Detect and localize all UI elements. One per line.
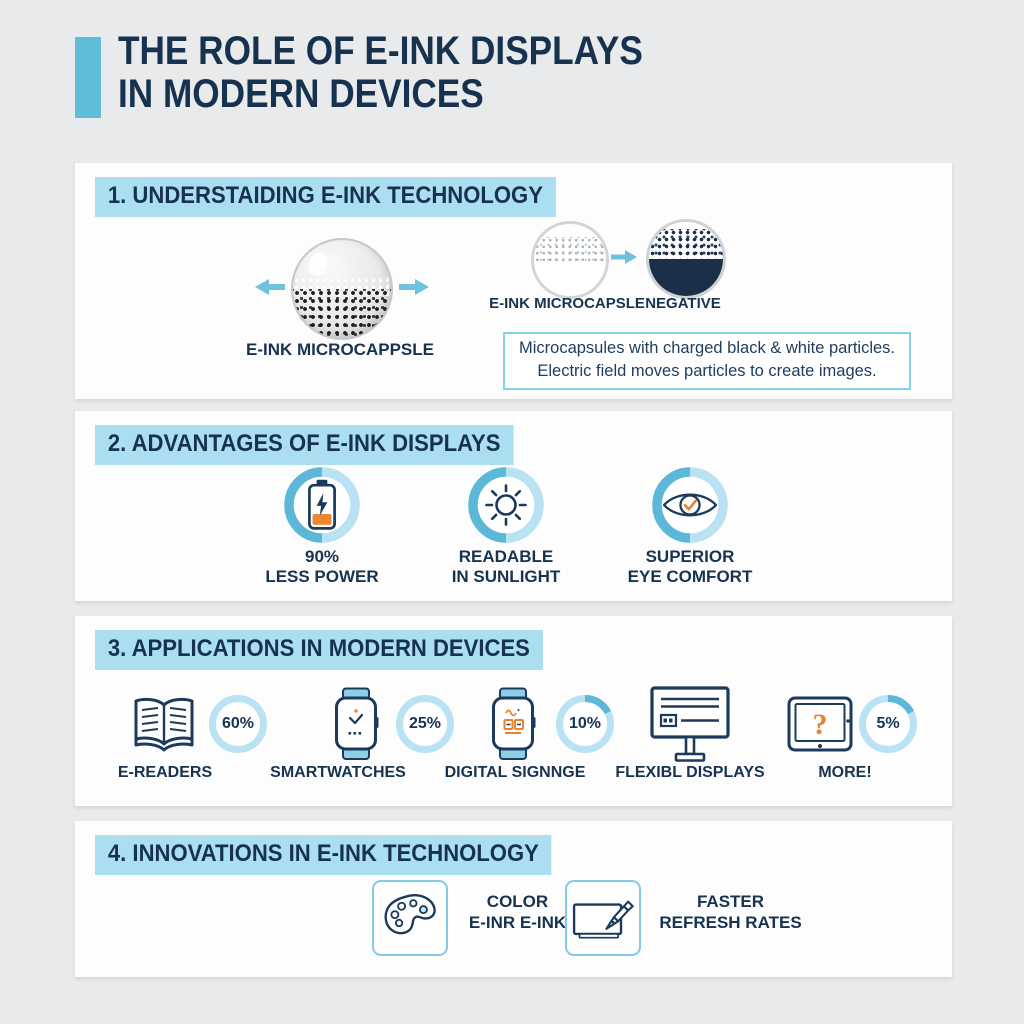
application-ring: 25% bbox=[394, 693, 456, 755]
digital-signage-icon bbox=[492, 687, 536, 760]
advantage-label: 90% LESS POWER bbox=[227, 547, 417, 587]
main-capsule-label: E-INK MICROCAPPSLE bbox=[246, 340, 434, 359]
arrow-right-icon bbox=[399, 279, 429, 295]
svg-text:?: ? bbox=[813, 708, 828, 741]
color-eink-box bbox=[372, 880, 448, 956]
section-2-heading: 2. ADVANTAGES OF E-INK DISPLAYS bbox=[95, 425, 514, 465]
innovation-line2: REFRESH RATES bbox=[659, 913, 802, 932]
application-label: DIGITAL SIGNNGE bbox=[444, 764, 586, 781]
application-percent: 25% bbox=[408, 715, 442, 732]
innovation-line1: COLOR bbox=[486, 892, 549, 911]
sun-icon bbox=[485, 484, 527, 526]
microcapsule-sphere-icon bbox=[291, 238, 393, 340]
application-ring: 10% bbox=[554, 693, 616, 755]
advantage-value: 90% bbox=[304, 547, 340, 566]
tablet-question-icon: ? bbox=[787, 696, 853, 752]
arrow-right-icon bbox=[611, 250, 637, 264]
section-innovations: 4. INNOVATIONS IN E-INK TECHNOLOGY COLOR… bbox=[75, 821, 952, 977]
white-capsule-label: E-INK MICROCAPSLE bbox=[489, 295, 645, 312]
page-title-line1: THE ROLE OF E-INK DISPLAYS bbox=[118, 29, 643, 73]
section-understanding: 1. UNDERSTAIDING E-INK TECHNOLOGY E-INK … bbox=[75, 163, 952, 399]
advantage-ring bbox=[282, 465, 362, 545]
innovation-label: FASTER REFRESH RATES bbox=[643, 891, 818, 933]
section-advantages: 2. ADVANTAGES OF E-INK DISPLAYS 90% LESS… bbox=[75, 411, 952, 601]
innovation-line2: E-INR E-INK bbox=[468, 913, 567, 932]
application-label: FLEXIBL DISPLAYS bbox=[615, 764, 765, 781]
application-ring: 5% bbox=[857, 693, 919, 755]
application-percent: 5% bbox=[876, 715, 900, 732]
page-title-line2: IN MODERN DEVICES bbox=[118, 72, 484, 116]
progress-ring-icon bbox=[396, 695, 454, 753]
battery-icon bbox=[308, 479, 336, 530]
section-1-heading: 1. UNDERSTAIDING E-INK TECHNOLOGY bbox=[95, 177, 556, 217]
section-3-heading: 3. APPLICATIONS IN MODERN DEVICES bbox=[95, 630, 543, 670]
advantage-text: LESS POWER bbox=[265, 567, 379, 586]
microcapsule-description: Microcapsules with charged black & white… bbox=[503, 332, 911, 390]
description-line2: Electric field moves particles to create… bbox=[537, 362, 877, 380]
white-capsule-icon bbox=[531, 221, 609, 299]
arrow-left-icon bbox=[255, 279, 285, 295]
innovation-line1: FASTER bbox=[696, 892, 765, 911]
flexible-display-icon bbox=[650, 686, 730, 762]
advantage-ring bbox=[650, 465, 730, 545]
advantage-text: EYE COMFORT bbox=[627, 567, 753, 586]
application-ring: 60% bbox=[207, 693, 269, 755]
eye-icon bbox=[662, 493, 718, 517]
e-reader-icon bbox=[134, 697, 194, 752]
smartwatch-icon bbox=[335, 687, 379, 760]
advantage-value: SUPERIOR bbox=[645, 547, 735, 566]
advantage-label: READABLE IN SUNLIGHT bbox=[411, 547, 601, 587]
palette-icon bbox=[384, 894, 436, 935]
negative-capsule-icon bbox=[646, 219, 726, 299]
negative-capsule-label: NEGATIVE bbox=[645, 295, 721, 312]
application-percent: 60% bbox=[221, 715, 255, 732]
advantage-text: IN SUNLIGHT bbox=[451, 567, 561, 586]
application-label: E-READERS bbox=[117, 764, 213, 781]
advantage-ring bbox=[466, 465, 546, 545]
application-label: MORE! bbox=[818, 764, 872, 781]
title-accent-bar bbox=[75, 37, 101, 118]
advantage-label: SUPERIOR EYE COMFORT bbox=[595, 547, 785, 587]
page-title: THE ROLE OF E-INK DISPLAYS IN MODERN DEV… bbox=[118, 30, 643, 116]
progress-ring-icon bbox=[556, 694, 614, 753]
section-applications: 3. APPLICATIONS IN MODERN DEVICES 60% E-… bbox=[75, 616, 952, 806]
innovation-label: COLOR E-INR E-INK bbox=[450, 891, 585, 933]
refresh-rate-box bbox=[565, 880, 641, 956]
advantage-value: READABLE bbox=[458, 547, 554, 566]
description-line1: Microcapsules with charged black & white… bbox=[519, 339, 895, 357]
stylus-display-icon bbox=[572, 900, 634, 939]
application-percent: 10% bbox=[568, 715, 602, 732]
application-label: SMARTWATCHES bbox=[270, 764, 406, 781]
section-4-heading: 4. INNOVATIONS IN E-INK TECHNOLOGY bbox=[95, 835, 552, 875]
progress-ring-icon bbox=[859, 694, 917, 753]
progress-ring-icon bbox=[209, 695, 267, 753]
